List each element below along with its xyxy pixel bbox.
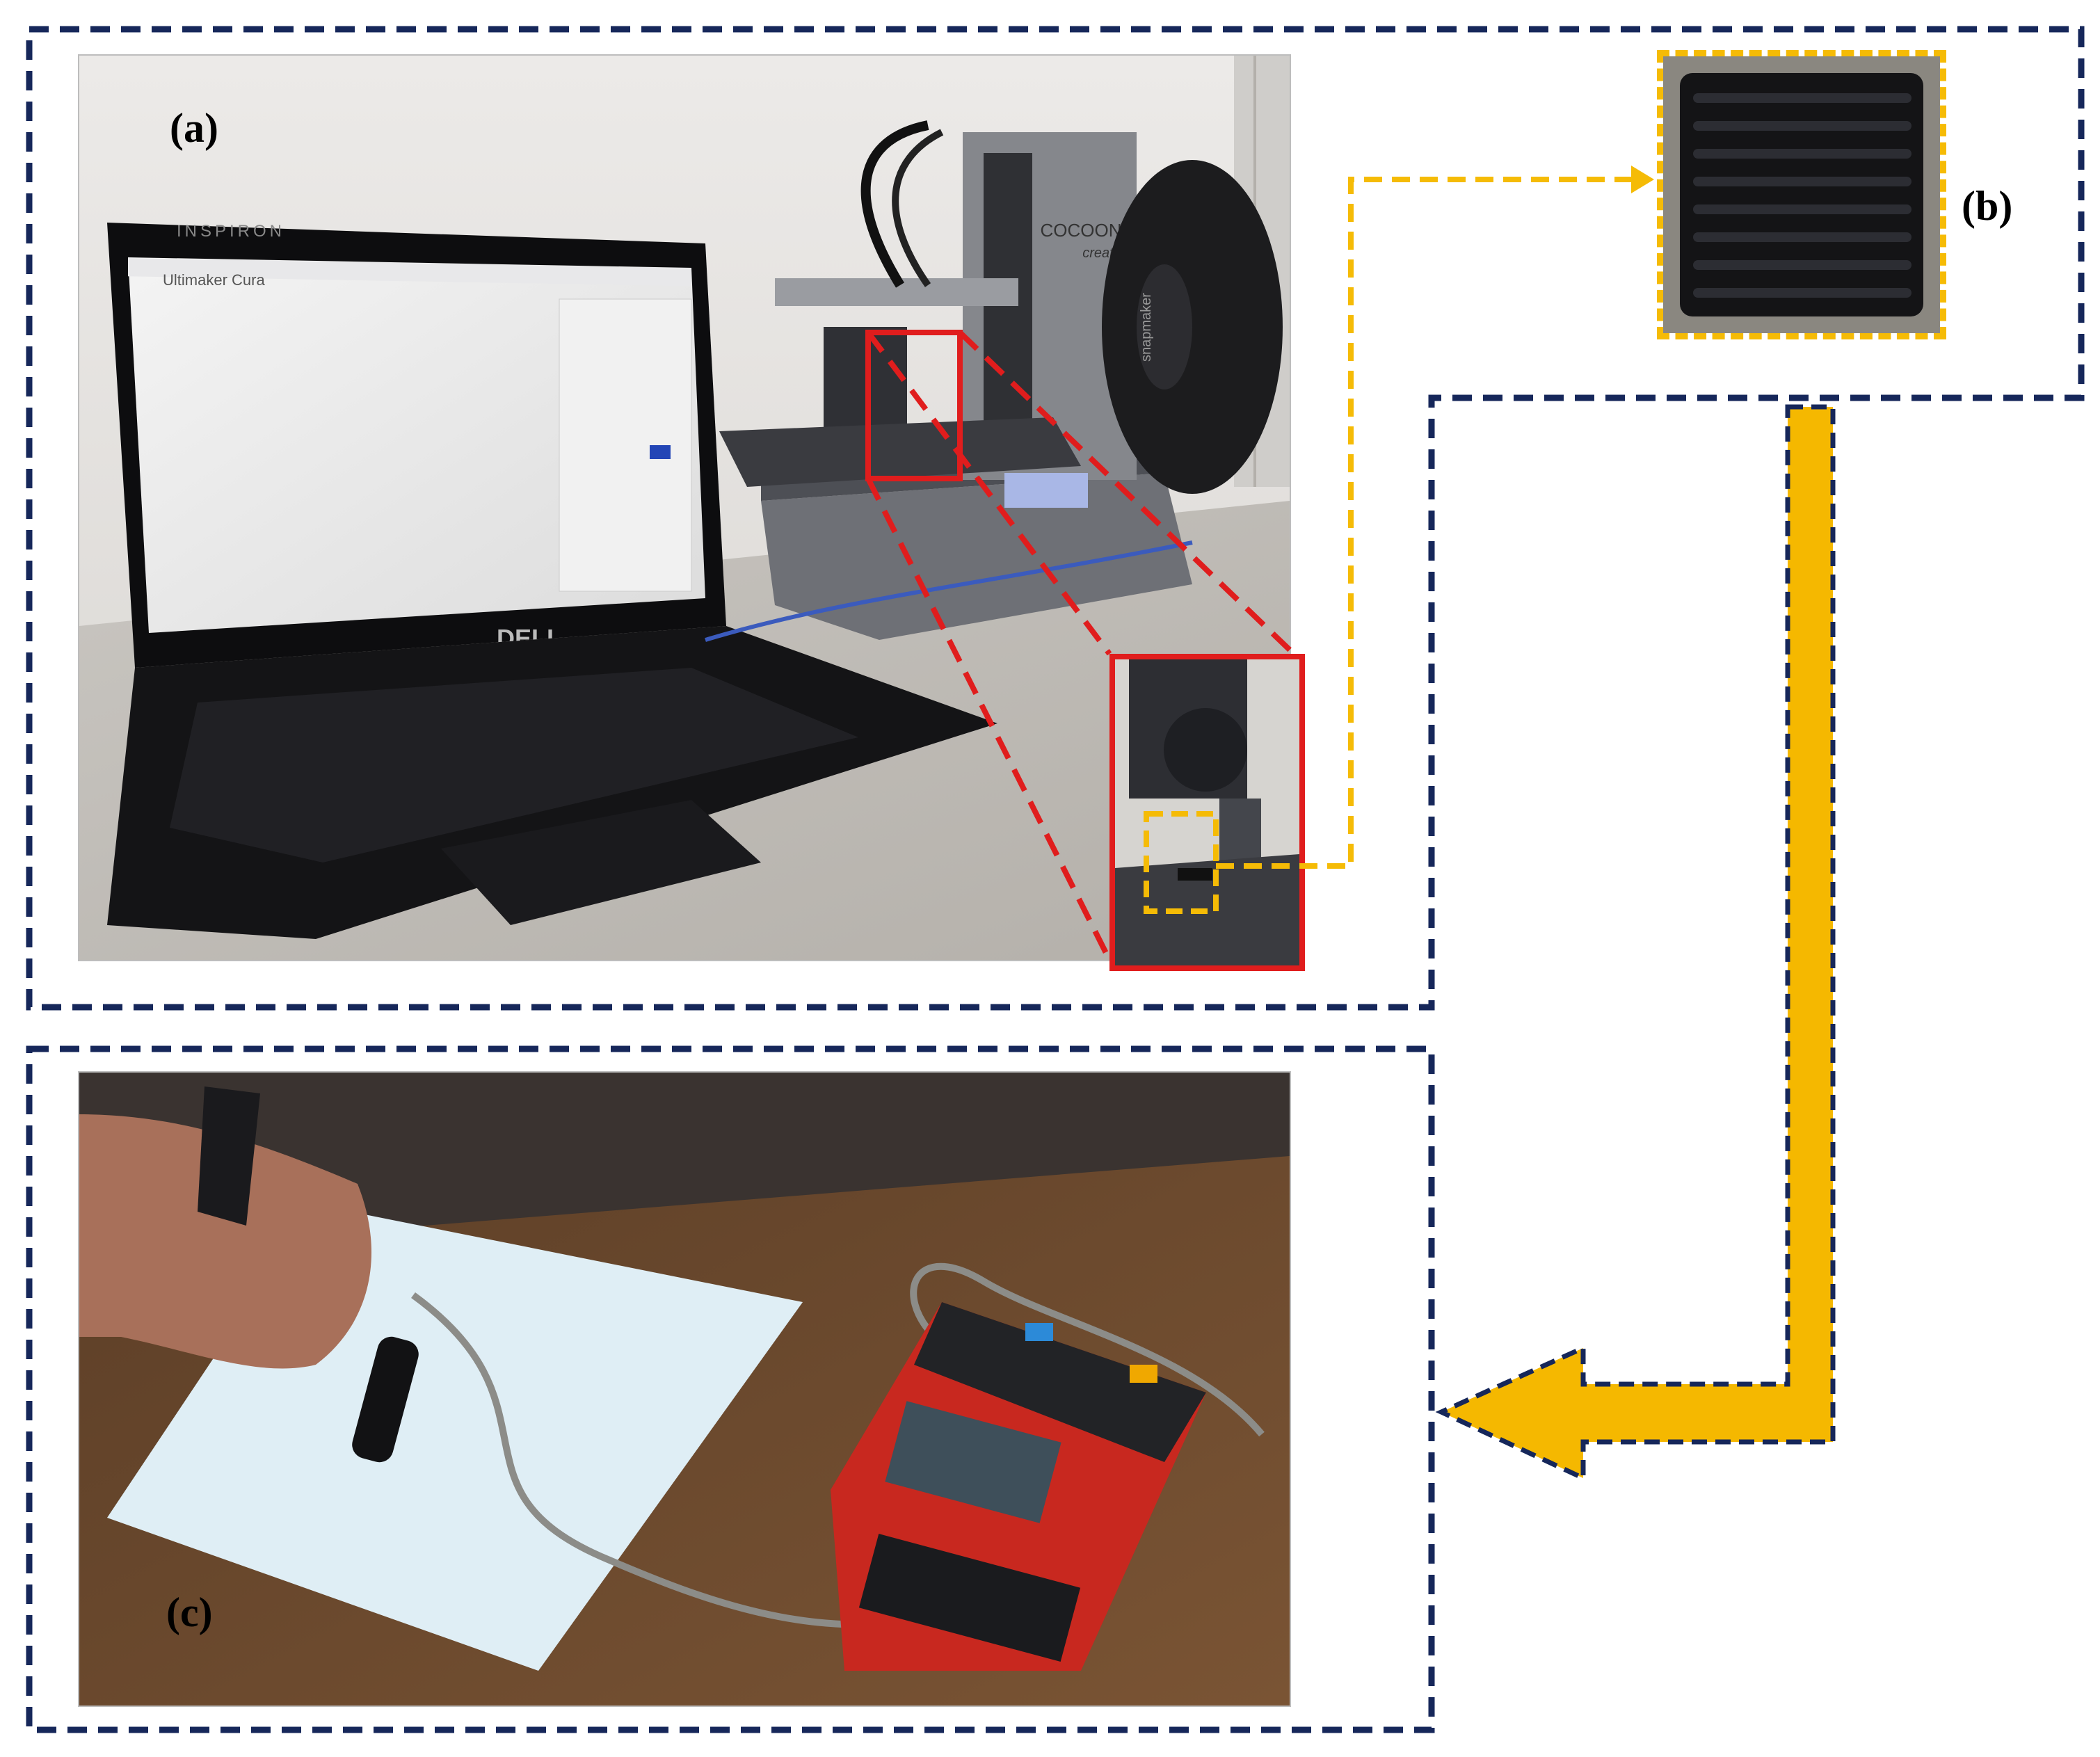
photo-thickness-measurement: (c) — [78, 1071, 1291, 1707]
measurement-illustration — [79, 1073, 1290, 1706]
photo-printed-sample — [1657, 50, 1946, 339]
panel-label-a: (a) — [170, 105, 218, 151]
panel-label-b: (b) — [1962, 183, 2013, 229]
panel-label-c: (c) — [166, 1589, 213, 1635]
software-title-text: Ultimaker Cura — [163, 271, 265, 289]
laptop-model-text: INSPIRON — [177, 222, 285, 241]
printed-sample-icon — [1663, 56, 1940, 333]
printer-brand-text: COCOON — [1041, 220, 1122, 241]
